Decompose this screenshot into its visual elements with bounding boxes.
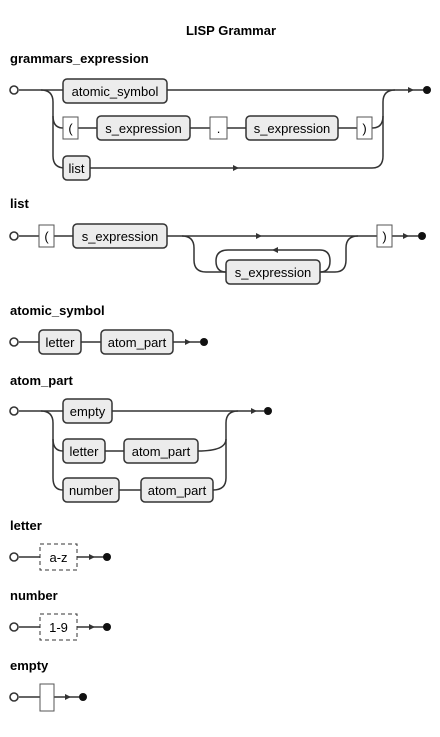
- rule-name-letter: letter: [10, 518, 42, 533]
- atomic-symbol-atom-part-node: atom_part: [100, 329, 174, 355]
- rule-name-list: list: [10, 196, 29, 211]
- rule-name-grammars-expression: grammars_expression: [10, 51, 149, 66]
- svg-text:atomic_symbol: atomic_symbol: [72, 84, 159, 99]
- letter-range-terminal: a-z: [39, 543, 78, 571]
- grammars-expression-s-expression-node-1: s_expression: [96, 115, 191, 141]
- rule-grammars-expression: grammars_expression atomic_symbol ( s_ex…: [9, 51, 431, 181]
- number-range-terminal: 1-9: [39, 613, 78, 641]
- rule-name-atom-part: atom_part: [10, 373, 74, 388]
- grammars-expression-atomic-symbol-node: atomic_symbol: [62, 78, 168, 104]
- rule-list: list ( s_expression s_expression ): [9, 196, 426, 285]
- empty-terminal: [39, 683, 55, 712]
- rule-number: number 1-9: [9, 588, 111, 641]
- list-rparen-terminal: ): [376, 224, 393, 248]
- atom-part-atom-part-node-2: atom_part: [140, 477, 214, 503]
- svg-text:s_expression: s_expression: [82, 229, 159, 244]
- svg-text:atom_part: atom_part: [132, 444, 191, 459]
- svg-text:(: (: [44, 229, 49, 244]
- svg-text:empty: empty: [70, 404, 106, 419]
- list-s-expression-loop-node: s_expression: [225, 259, 321, 285]
- grammars-expression-rparen-terminal: ): [356, 116, 373, 140]
- rule-empty: empty: [9, 658, 87, 712]
- diagram-title: LISP Grammar: [186, 23, 276, 38]
- rule-letter: letter a-z: [9, 518, 111, 571]
- grammars-expression-dot-terminal: .: [209, 116, 228, 140]
- svg-text:letter: letter: [46, 335, 76, 350]
- svg-text:): ): [382, 229, 386, 244]
- grammars-expression-list-node: list: [62, 155, 91, 181]
- rule-name-atomic-symbol: atomic_symbol: [10, 303, 105, 318]
- rule-name-number: number: [10, 588, 58, 603]
- grammars-expression-s-expression-node-2: s_expression: [245, 115, 339, 141]
- atom-part-atom-part-node-1: atom_part: [123, 438, 199, 464]
- svg-text:letter: letter: [70, 444, 100, 459]
- svg-text:(: (: [68, 121, 73, 136]
- rule-atomic-symbol: atomic_symbol letter atom_part: [9, 303, 208, 355]
- rule-name-empty: empty: [10, 658, 49, 673]
- svg-text:s_expression: s_expression: [105, 121, 182, 136]
- list-s-expression-node: s_expression: [72, 223, 168, 249]
- list-lparen-terminal: (: [38, 224, 55, 248]
- svg-text:number: number: [69, 483, 114, 498]
- svg-text:.: .: [217, 121, 221, 136]
- svg-text:s_expression: s_expression: [254, 121, 331, 136]
- svg-text:1-9: 1-9: [49, 620, 68, 635]
- svg-text:atom_part: atom_part: [108, 335, 167, 350]
- atom-part-empty-node: empty: [62, 398, 113, 424]
- atom-part-number-node: number: [62, 477, 120, 503]
- svg-text:): ): [362, 121, 366, 136]
- grammars-expression-lparen-terminal: (: [62, 116, 79, 140]
- rule-atom-part: atom_part empty letter atom_part number: [9, 373, 272, 503]
- atom-part-letter-node: letter: [62, 438, 106, 464]
- atomic-symbol-letter-node: letter: [38, 329, 82, 355]
- svg-text:s_expression: s_expression: [235, 265, 312, 280]
- svg-text:a-z: a-z: [49, 550, 67, 565]
- svg-text:atom_part: atom_part: [148, 483, 207, 498]
- svg-text:list: list: [69, 161, 85, 176]
